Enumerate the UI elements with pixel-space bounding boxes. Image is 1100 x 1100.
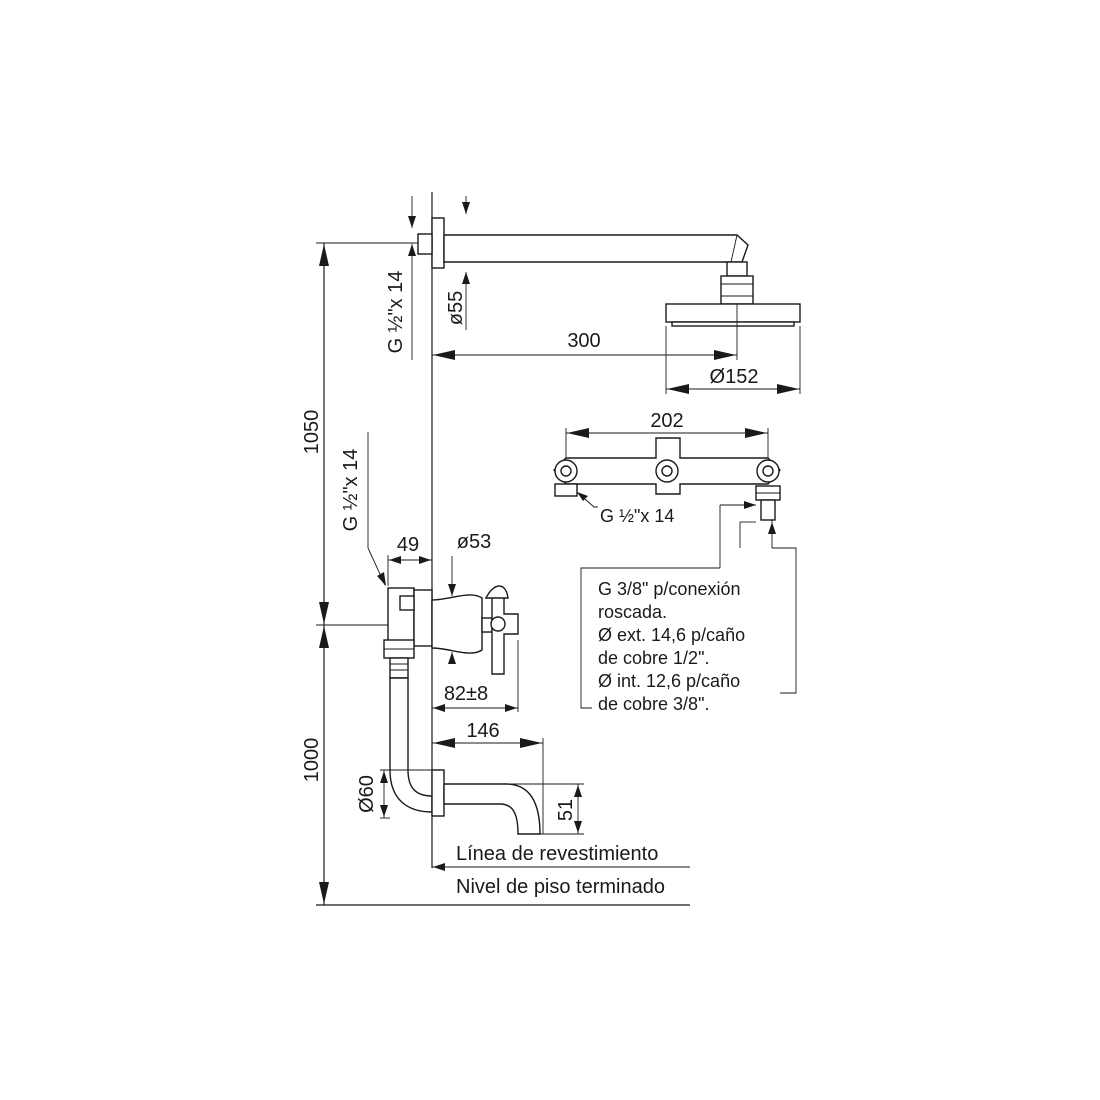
shower-arm-assembly — [417, 217, 801, 327]
connector-pipe — [389, 677, 433, 813]
height-lower-label: 1000 — [301, 738, 323, 783]
connection-note-leaders: G 3/8" p/conexión roscada. Ø ext. 14,6 p… — [580, 501, 797, 714]
flange-dimensions: G ½"x 14 ø55 — [385, 196, 470, 360]
head-diameter-label: Ø152 — [710, 366, 759, 388]
shower-head-face — [671, 321, 795, 327]
cladding-line-label: Línea de revestimiento — [456, 843, 658, 865]
valve-left-outlet — [554, 483, 578, 497]
mixer-dimensions: G ½"x 14 49 ø53 82±8 — [340, 432, 519, 712]
spout-assembly — [431, 769, 541, 835]
valve-bonnet — [431, 594, 483, 654]
valve-body-top-view: 202 G ½"x 14 — [553, 410, 781, 526]
spout-dimensions: 146 Ø60 51 — [356, 720, 584, 835]
flange-diam-label: ø55 — [445, 291, 467, 325]
spout-length-label: 146 — [466, 720, 499, 742]
height-upper-label: 1050 — [301, 410, 323, 455]
reference-labels: Línea de revestimiento Nivel de piso ter… — [432, 843, 665, 898]
head-ball-joint — [720, 275, 754, 305]
valve-spacing-label: 202 — [650, 410, 683, 432]
cross-handle — [491, 595, 519, 675]
note-line-1: G 3/8" p/conexión — [598, 579, 740, 599]
handle-depth-label: 82±8 — [444, 683, 488, 705]
finished-floor-label: Nivel de piso terminado — [456, 876, 665, 898]
handle-cap — [490, 616, 506, 632]
valve-thread-label: G ½"x 14 — [600, 506, 674, 526]
offset-49-label: 49 — [397, 534, 419, 556]
spout — [443, 783, 541, 835]
wall-flange-top — [431, 217, 445, 269]
shower-arm — [443, 234, 749, 263]
arm-length-label: 300 — [567, 330, 600, 352]
cross-handle-arm — [484, 585, 509, 599]
wall-lines — [316, 192, 690, 906]
valve-right-pipe — [760, 499, 776, 521]
note-line-5: Ø int. 12,6 p/caño — [598, 671, 740, 691]
handle-diam-label: ø53 — [457, 531, 491, 553]
note-line-2: roscada. — [598, 602, 667, 622]
spout-escutcheon — [431, 769, 445, 817]
spout-height-label: 51 — [555, 799, 577, 821]
thread-top-label: G ½"x 14 — [385, 271, 407, 354]
mixer-thread-label: G ½"x 14 — [340, 449, 362, 532]
shower-head — [665, 303, 801, 323]
note-line-6: de cobre 3/8". — [598, 694, 709, 714]
note-line-4: de cobre 1/2". — [598, 648, 709, 668]
mixer-nut-top — [399, 595, 415, 611]
note-line-3: Ø ext. 14,6 p/caño — [598, 625, 745, 645]
mixer-valve-assembly — [383, 585, 519, 813]
connector-thread — [389, 657, 409, 679]
height-dimensions: 1050 1000 — [301, 242, 420, 905]
arm-length-dimension: 300 — [432, 304, 738, 360]
head-diameter-dimension: Ø152 — [665, 326, 801, 394]
arm-nut — [417, 233, 433, 255]
escutcheon-diam-label: Ø60 — [356, 775, 378, 813]
mixer-flange — [413, 589, 433, 647]
head-connector — [726, 261, 748, 277]
